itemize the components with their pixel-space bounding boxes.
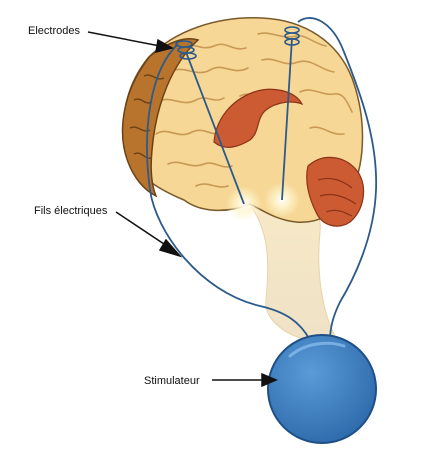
stimulator-highlight	[288, 341, 346, 358]
extension-wires	[146, 17, 378, 341]
electrode-leads	[185, 37, 293, 205]
electrode-coil-left	[175, 40, 197, 60]
cerebellum	[306, 156, 365, 227]
label-wires: Fils électriques	[34, 205, 108, 217]
label-electrodes: Electrodes	[28, 25, 80, 37]
brain-cut-surface	[121, 38, 200, 198]
label-stimulator: Stimulateur	[144, 375, 200, 387]
caudate-nucleus	[213, 88, 304, 148]
stimulator-device	[267, 334, 377, 444]
cerebellum-folds	[317, 177, 357, 217]
label-arrows	[87, 31, 278, 388]
electrode-coil-right	[284, 26, 300, 46]
